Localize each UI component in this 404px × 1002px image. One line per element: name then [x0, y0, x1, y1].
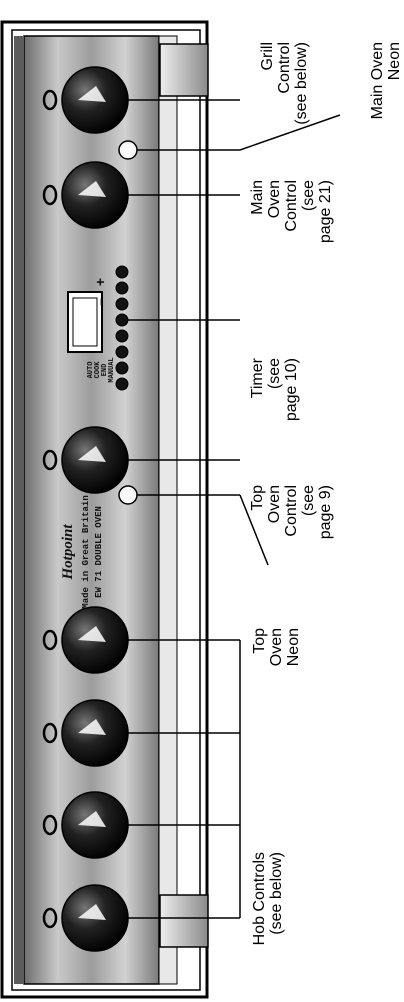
top-oven-neon	[118, 485, 138, 505]
grill-control-line-2: Control	[276, 42, 293, 94]
callout-top-oven-control: Top Oven Control (see page 9)	[249, 485, 334, 539]
top-oven-neon-line-2: Oven	[268, 628, 285, 666]
timer-button[interactable]	[115, 345, 129, 359]
timer-button[interactable]	[115, 313, 129, 327]
main-oven-neon-line-2: Neon	[386, 42, 403, 80]
timer-button[interactable]	[115, 377, 129, 391]
grill-control-knob[interactable]	[42, 66, 129, 134]
timer-display	[67, 291, 103, 353]
timer-button[interactable]	[115, 297, 129, 311]
timer-button[interactable]	[115, 361, 129, 375]
top-oven-control-line-4: (see	[300, 485, 317, 516]
grill-control-line-1: Grill	[259, 42, 276, 70]
timer-minus-label: –	[92, 298, 108, 306]
made-in-text: Made in Great Britain	[81, 495, 91, 608]
leader-lines	[128, 99, 341, 919]
timer-line-3: page 10)	[283, 358, 300, 421]
timer-button[interactable]	[115, 265, 129, 279]
timer-button[interactable]	[115, 329, 129, 343]
grill-control-line-3: (see below)	[293, 42, 310, 125]
timer-unit: + – AUTO COOK END MANUAL	[67, 265, 129, 391]
hob-controls-line-2: (see below)	[268, 852, 285, 935]
top-oven-control-line-3: Control	[283, 485, 300, 537]
timer-button-label-2: COOK	[94, 361, 102, 379]
timer-plus-label: +	[92, 278, 108, 286]
brand-plate: Hotpoint Made in Great Britain EW 71 DOU…	[60, 495, 104, 608]
callout-timer: Timer (see page 10)	[249, 357, 300, 421]
main-oven-control-line-2: Oven	[266, 180, 283, 218]
top-oven-control-knob[interactable]	[42, 426, 129, 494]
top-oven-control-line-2: Oven	[266, 485, 283, 523]
main-oven-control-line-5: page 21)	[317, 180, 334, 243]
model-text: EW 71 DOUBLE OVEN	[94, 506, 104, 598]
callout-grill-control: Grill Control (see below)	[259, 42, 310, 125]
timer-button-label-1: AUTO	[87, 362, 95, 379]
main-oven-control-line-3: Control	[283, 180, 300, 232]
main-oven-neon	[118, 140, 138, 160]
timer-button[interactable]	[115, 281, 129, 295]
timer-button-label-3: END	[101, 364, 109, 377]
timer-line-2: (see	[266, 358, 283, 389]
callout-main-oven-control: Main Oven Control (see page 21)	[249, 180, 334, 243]
callout-top-oven-neon: Top Oven Neon	[251, 628, 302, 666]
top-oven-neon-line-3: Neon	[285, 628, 302, 666]
top-oven-control-line-5: page 9)	[317, 485, 334, 539]
timer-button-label-4: MANUAL	[108, 357, 116, 382]
timer-line-1: Timer	[249, 357, 266, 398]
main-oven-control-line-4: (see	[300, 180, 317, 211]
callout-hob-controls: Hob Controls (see below)	[251, 852, 285, 945]
main-oven-control-line-1: Main	[249, 180, 266, 215]
hob-controls-line-1: Hob Controls	[251, 852, 268, 945]
callout-main-oven-neon: Main Oven Neon	[369, 42, 403, 119]
top-oven-control-line-1: Top	[249, 485, 266, 511]
brand-logo: Hotpoint	[60, 524, 76, 581]
hob-control-knob-1[interactable]	[42, 606, 129, 674]
top-oven-neon-line-1: Top	[251, 628, 268, 654]
main-oven-neon-line-1: Main Oven	[369, 42, 386, 119]
